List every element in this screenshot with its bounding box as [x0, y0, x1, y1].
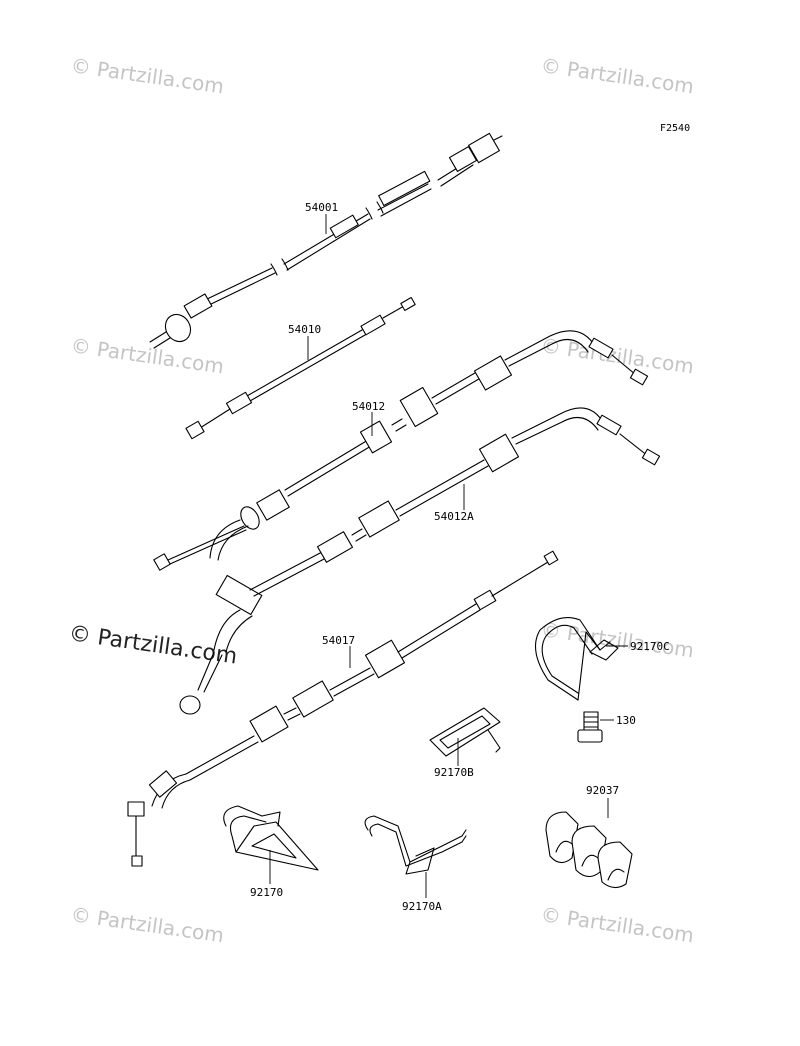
clamp-92170C: [534, 617, 619, 701]
label-54012A: 54012A: [434, 510, 474, 523]
watermark-top-left: © Partzilla.com: [69, 53, 225, 98]
label-54001: 54001: [305, 201, 338, 214]
label-130: 130: [616, 714, 636, 727]
cable-54001: [149, 132, 503, 349]
label-92170: 92170: [250, 886, 283, 899]
cable-54012: [153, 330, 649, 571]
clip-92170A: [364, 815, 467, 875]
cable-54012A: [179, 407, 661, 715]
watermarks: © Partzilla.com © Partzilla.com © Partzi…: [67, 53, 695, 947]
label-54012: 54012: [352, 400, 385, 413]
part-labels: 54001 54010 54012 54012A 54017 92170C 13…: [250, 201, 670, 913]
bolt-130: [577, 711, 603, 743]
diagram-code: F2540: [660, 123, 690, 134]
clamp-92170: [223, 805, 319, 871]
label-92170A: 92170A: [402, 900, 442, 913]
watermark-center-right: © Partzilla.com: [539, 617, 695, 662]
cable-54010: [185, 296, 416, 440]
holder-92037: [545, 811, 633, 889]
label-54010: 54010: [288, 323, 321, 336]
label-92170B: 92170B: [434, 766, 474, 779]
leader-lines: [269, 214, 628, 898]
watermark-top-right: © Partzilla.com: [539, 53, 695, 98]
watermark-mid-left: © Partzilla.com: [69, 333, 225, 378]
label-92170C: 92170C: [630, 640, 670, 653]
label-92037: 92037: [586, 784, 619, 797]
watermark-center-large: © Partzilla.com: [67, 621, 239, 669]
cable-54017: [127, 550, 559, 867]
watermark-bottom-left: © Partzilla.com: [69, 902, 225, 947]
clip-92170B: [429, 707, 501, 757]
label-54017: 54017: [322, 634, 355, 647]
watermark-bottom-right: © Partzilla.com: [539, 902, 695, 947]
